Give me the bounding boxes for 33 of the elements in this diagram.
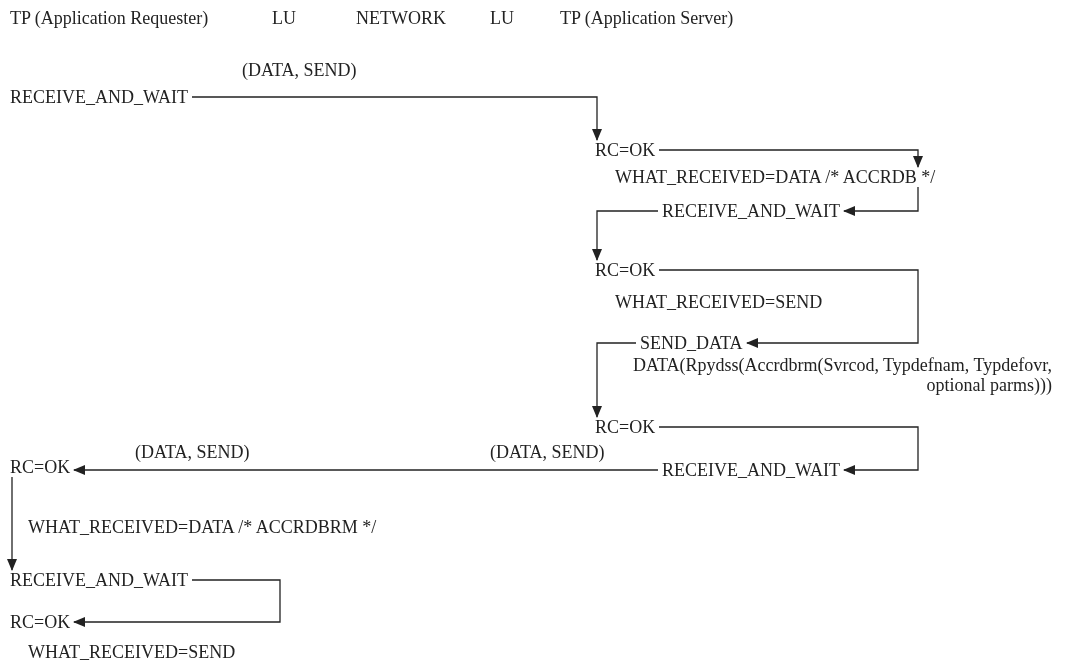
- arrow: [843, 186, 919, 216]
- arrow: [658, 149, 923, 168]
- message-text: WHAT_RECEIVED=DATA /* ACCRDB */: [615, 167, 936, 187]
- message-text: RC=OK: [10, 612, 71, 632]
- edge-label: DATA(Rpydss(Accrdbrm(Svrcod, Typdefnam, Typdefovr, optional parms))): [631, 355, 1052, 395]
- message-text: RECEIVE_AND_WAIT: [10, 570, 188, 590]
- edge-label: WHAT_RECEIVED=DATA /* ACCRDBRM */: [28, 517, 377, 537]
- note-text: WHAT_RECEIVED=SEND: [615, 292, 823, 312]
- arrow: [73, 465, 659, 475]
- note-text: WHAT_RECEIVED=SEND: [28, 642, 236, 662]
- arrow: [7, 476, 17, 571]
- column-heading: TP (Application Requester): [10, 8, 209, 28]
- message-text: RC=OK: [10, 457, 71, 477]
- message-text: SEND_DATA: [640, 333, 743, 353]
- arrow: [658, 426, 919, 475]
- column-heading: LU: [272, 8, 296, 28]
- message-text: RC=OK: [595, 417, 656, 437]
- message-text: RECEIVE_AND_WAIT: [10, 87, 188, 107]
- column-heading: NETWORK: [356, 8, 446, 28]
- message-text: RECEIVE_AND_WAIT: [662, 201, 840, 221]
- message-text: RC=OK: [595, 140, 656, 160]
- arrow: [592, 342, 637, 418]
- message-text: RC=OK: [595, 260, 656, 280]
- column-heading: TP (Application Server): [560, 8, 734, 28]
- edge-label: (DATA, SEND): [242, 60, 357, 80]
- arrow: [592, 210, 659, 261]
- arrow: [73, 579, 281, 627]
- column-heading: LU: [490, 8, 514, 28]
- message-label: (DATA, SEND): [490, 442, 605, 462]
- edge-label: (DATA, SEND): [135, 442, 250, 462]
- arrow: [191, 96, 602, 141]
- message-text: RECEIVE_AND_WAIT: [662, 460, 840, 480]
- arrow: [658, 269, 919, 348]
